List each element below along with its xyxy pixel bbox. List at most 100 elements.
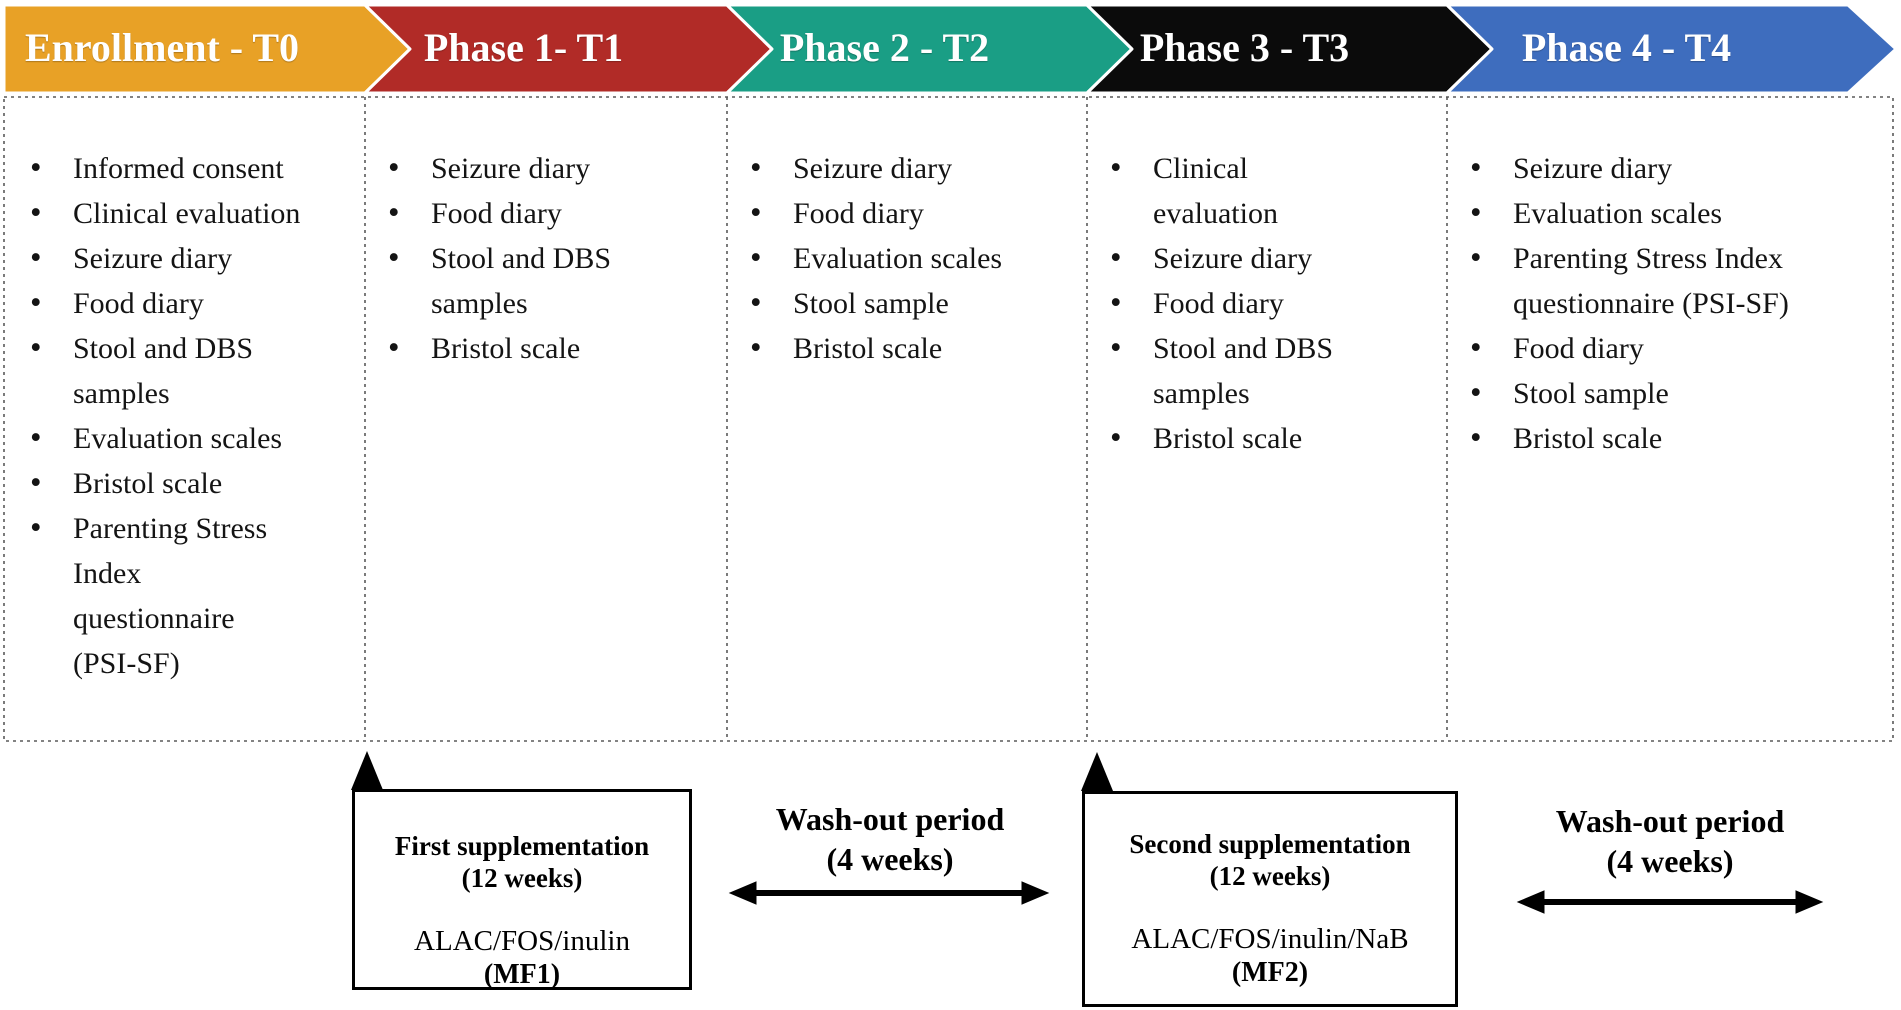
checklist-item-text: Evaluation scales (1513, 197, 1723, 230)
checklist-item: • Seizure diary (388, 146, 710, 191)
bullet-icon: • (30, 285, 42, 321)
checklist-item: • Stool and DBS samples (1110, 326, 1432, 416)
washout-1-title: Wash-out period (775, 801, 1005, 837)
checklist-item-text: Food diary (1153, 287, 1284, 320)
bullet-icon: • (1470, 150, 1482, 186)
bullet-icon: • (1110, 330, 1122, 366)
supplementation-2-duration: (12 weeks) (1209, 861, 1331, 891)
checklist-item-text: Bristol scale (793, 332, 943, 365)
checklist-item: • Food diary (750, 191, 1080, 236)
checklist-item-text: Seizure diary (431, 152, 591, 185)
checklist-item: • Food diary (388, 191, 710, 236)
bullet-icon: • (30, 330, 42, 366)
phase-label-1: Phase 1- T1 (423, 25, 624, 70)
dashed-grid (3, 96, 1894, 742)
bullet-icon: • (30, 195, 42, 231)
checklist-item: •Bristol scale (388, 326, 710, 371)
checklist-item-text: Bristol scale (1153, 422, 1303, 455)
bullet-icon: • (1470, 330, 1482, 366)
checklist-item: •Food diary (30, 281, 352, 326)
checklist-item-text: Parenting Stress Index questionnaire (PS… (73, 512, 268, 680)
checklist-item-text: Seizure diary (73, 242, 233, 275)
supplementation-2-code: (MF2) (1231, 957, 1309, 988)
bullet-icon: • (750, 330, 762, 366)
phase-label-4: Phase 4 - T4 (1521, 25, 1732, 70)
checklist-phase-1: • Seizure diary • Food diary •Stool and DBS … (388, 146, 710, 371)
checklist-item-text: Seizure diary (1513, 152, 1673, 185)
bullet-icon: • (750, 285, 762, 321)
checklist-item: • Stool sample (1470, 371, 1882, 416)
checklist-item-text: Parenting Stress Index questionnaire (PS… (1513, 242, 1789, 320)
checklist-item-text: Stool sample (793, 287, 949, 320)
checklist-item-text: Evaluation scales (793, 242, 1003, 275)
bullet-icon: • (750, 150, 762, 186)
checklist-item: • Bristol scale (1110, 416, 1432, 461)
washout-label-1: Wash-out period (4 weeks) (712, 799, 1068, 879)
checklist-item: • Bristol scale (30, 461, 352, 506)
bullet-icon: • (1110, 285, 1122, 321)
bullet-icon: • (750, 195, 762, 231)
timepoint-triangle-t1 (351, 751, 383, 790)
washout-label-2: Wash-out period (4 weeks) (1500, 801, 1840, 881)
supplementation-2-title: Second supplementation (1129, 829, 1411, 859)
phase-label-enrollment: Enrollment - T0 (24, 25, 300, 70)
supplementation-box-1: First supplementation (12 weeks) ALAC/FO… (352, 789, 692, 990)
checklist-phase-4: • Seizure diary • Evaluation scales • Parenti… (1470, 146, 1882, 461)
washout-arrow-2 (1516, 890, 1824, 914)
checklist-item-text: Seizure diary (793, 152, 953, 185)
checklist-item-text: Stool and DBS samples (1153, 332, 1334, 410)
checklist-item: • Parenting Stress Index questionnaire (P… (30, 506, 352, 686)
checklist-item-text: Bristol scale (73, 467, 223, 500)
bullet-icon: • (1110, 240, 1122, 276)
supplementation-2-compound: ALAC/FOS/inulin/NaB (1131, 923, 1409, 955)
checklist-item-text: Clinical evaluation (1153, 152, 1278, 230)
bullet-icon: • (388, 240, 400, 276)
washout-1-duration: (4 weeks) (826, 841, 954, 877)
bullet-icon: • (1470, 375, 1482, 411)
checklist-item: • Informed consent (30, 146, 352, 191)
bullet-icon: • (1470, 240, 1482, 276)
bullet-icon: • (30, 420, 42, 456)
checklist-item-text: Clinical evaluation (73, 197, 301, 230)
checklist-item: • Stool and DBS samples (30, 326, 352, 416)
checklist-item-text: Food diary (793, 197, 924, 230)
phase-label-2: Phase 2 - T2 (779, 25, 990, 70)
checklist-item: • Bristol scale (750, 326, 1080, 371)
checklist-item: • Evaluation scales (750, 236, 1080, 281)
bullet-icon: • (1470, 420, 1482, 456)
bullet-icon: • (30, 465, 42, 501)
checklist-item: •Stool and DBS samples (388, 236, 710, 326)
bullet-icon: • (1470, 195, 1482, 231)
bullet-icon: • (388, 150, 400, 186)
checklist-item: • Seizure diary (1470, 146, 1882, 191)
checklist-item: • Evaluation scales (1470, 191, 1882, 236)
bullet-icon: • (750, 240, 762, 276)
checklist-item-text: Informed consent (73, 152, 284, 185)
bullet-icon: • (388, 195, 400, 231)
checklist-item: • Seizure diary (750, 146, 1080, 191)
checklist-item-text: Bristol scale (1513, 422, 1663, 455)
phase-arrow-4 (1445, 3, 1898, 95)
checklist-item: • Seizure diary (30, 236, 352, 281)
bullet-icon: • (1110, 150, 1122, 186)
bullet-icon: • (30, 510, 42, 546)
supplementation-1-compound: ALAC/FOS/inulin (414, 925, 630, 957)
checklist-item-text: Food diary (1513, 332, 1644, 365)
supplementation-1-title: First supplementation (394, 831, 650, 861)
phase-label-3: Phase 3 - T3 (1139, 25, 1350, 70)
checklist-phase-3: • Clinical evaluation • Seizure diary • Food … (1110, 146, 1432, 461)
checklist-item: • Parenting Stress Index questionnaire (P… (1470, 236, 1882, 326)
checklist-item-text: Stool sample (1513, 377, 1669, 410)
checklist-item-text: Seizure diary (1153, 242, 1313, 275)
bullet-icon: • (30, 150, 42, 186)
bullet-icon: • (30, 240, 42, 276)
bullet-icon: • (1110, 420, 1122, 456)
checklist-item: • Food diary (1470, 326, 1882, 371)
checklist-item-text: Food diary (431, 197, 562, 230)
checklist-item-text: Stool and DBS samples (73, 332, 254, 410)
timepoint-triangle-t3 (1081, 752, 1113, 791)
checklist-item: •Evaluation scales (30, 416, 352, 461)
supplementation-1-code: (MF1) (483, 959, 561, 990)
washout-arrow-1 (728, 881, 1050, 905)
